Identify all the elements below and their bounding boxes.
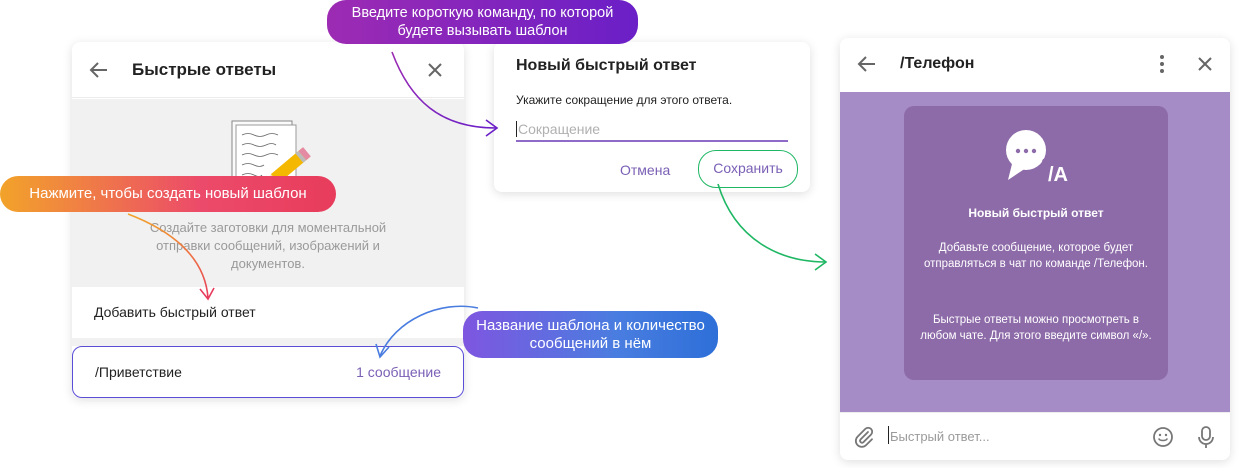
quick-reply-count: 1 сообщение	[356, 364, 441, 380]
dialog-hint: Укажите сокращение для этого ответа.	[516, 93, 733, 107]
dialog-title: Новый быстрый ответ	[516, 57, 697, 74]
text-cursor	[516, 121, 517, 137]
callout-command: Введите короткую команду, по которой буд…	[327, 0, 638, 44]
close-icon[interactable]	[1194, 53, 1216, 75]
speech-bubble-icon: /A	[1006, 130, 1074, 188]
save-button[interactable]: Сохранить	[698, 150, 798, 188]
shortcut-input[interactable]	[516, 118, 788, 142]
chat-panel: /Телефон /A Новый быстрый ответ Добавьте…	[840, 38, 1230, 460]
quick-reply-name: /Приветствие	[95, 364, 182, 380]
more-vertical-icon[interactable]	[1156, 53, 1168, 75]
divider	[72, 338, 464, 346]
back-arrow-icon[interactable]	[856, 53, 878, 75]
text-cursor	[888, 426, 889, 444]
chat-header: /Телефон	[840, 38, 1230, 92]
info-box-hint: Быстрые ответы можно просмотреть в любом…	[920, 314, 1152, 342]
back-arrow-icon[interactable]	[88, 59, 110, 81]
message-input[interactable]	[890, 426, 1130, 446]
add-quick-reply-button[interactable]: Добавить быстрый ответ	[94, 304, 256, 320]
close-icon[interactable]	[424, 59, 446, 81]
empty-state-description: Создайте заготовки для моментальной отпр…	[149, 220, 387, 271]
composer	[840, 412, 1230, 460]
new-reply-dialog: Новый быстрый ответ Укажите сокращение д…	[494, 42, 810, 192]
icon-badge-text: /A	[1048, 164, 1068, 186]
quick-reply-item[interactable]: /Приветствие 1 сообщение	[72, 346, 464, 398]
microphone-icon[interactable]	[1198, 425, 1214, 449]
quick-reply-info-box: /A Новый быстрый ответ Добавьте сообщени…	[904, 106, 1168, 380]
emoji-icon[interactable]	[1152, 426, 1174, 448]
callout-create: Нажмите, чтобы создать новый шаблон	[0, 176, 336, 212]
cancel-button[interactable]: Отмена	[620, 162, 671, 178]
chat-area: /A Новый быстрый ответ Добавьте сообщени…	[840, 92, 1230, 412]
arrow-to-chat	[717, 183, 827, 263]
chat-title: /Телефон	[900, 55, 975, 72]
paperclip-icon[interactable]	[852, 425, 876, 449]
info-box-title: Новый быстрый ответ	[968, 206, 1104, 220]
quick-replies-panel: Быстрые ответы Создайте заготовки для мо…	[72, 42, 464, 398]
panel-header: Быстрые ответы	[72, 42, 464, 98]
panel-title: Быстрые ответы	[132, 60, 277, 79]
info-box-text: Добавьте сообщение, которое будет отправ…	[924, 242, 1148, 270]
callout-template-name: Название шаблона и количество сообщений …	[463, 311, 718, 358]
